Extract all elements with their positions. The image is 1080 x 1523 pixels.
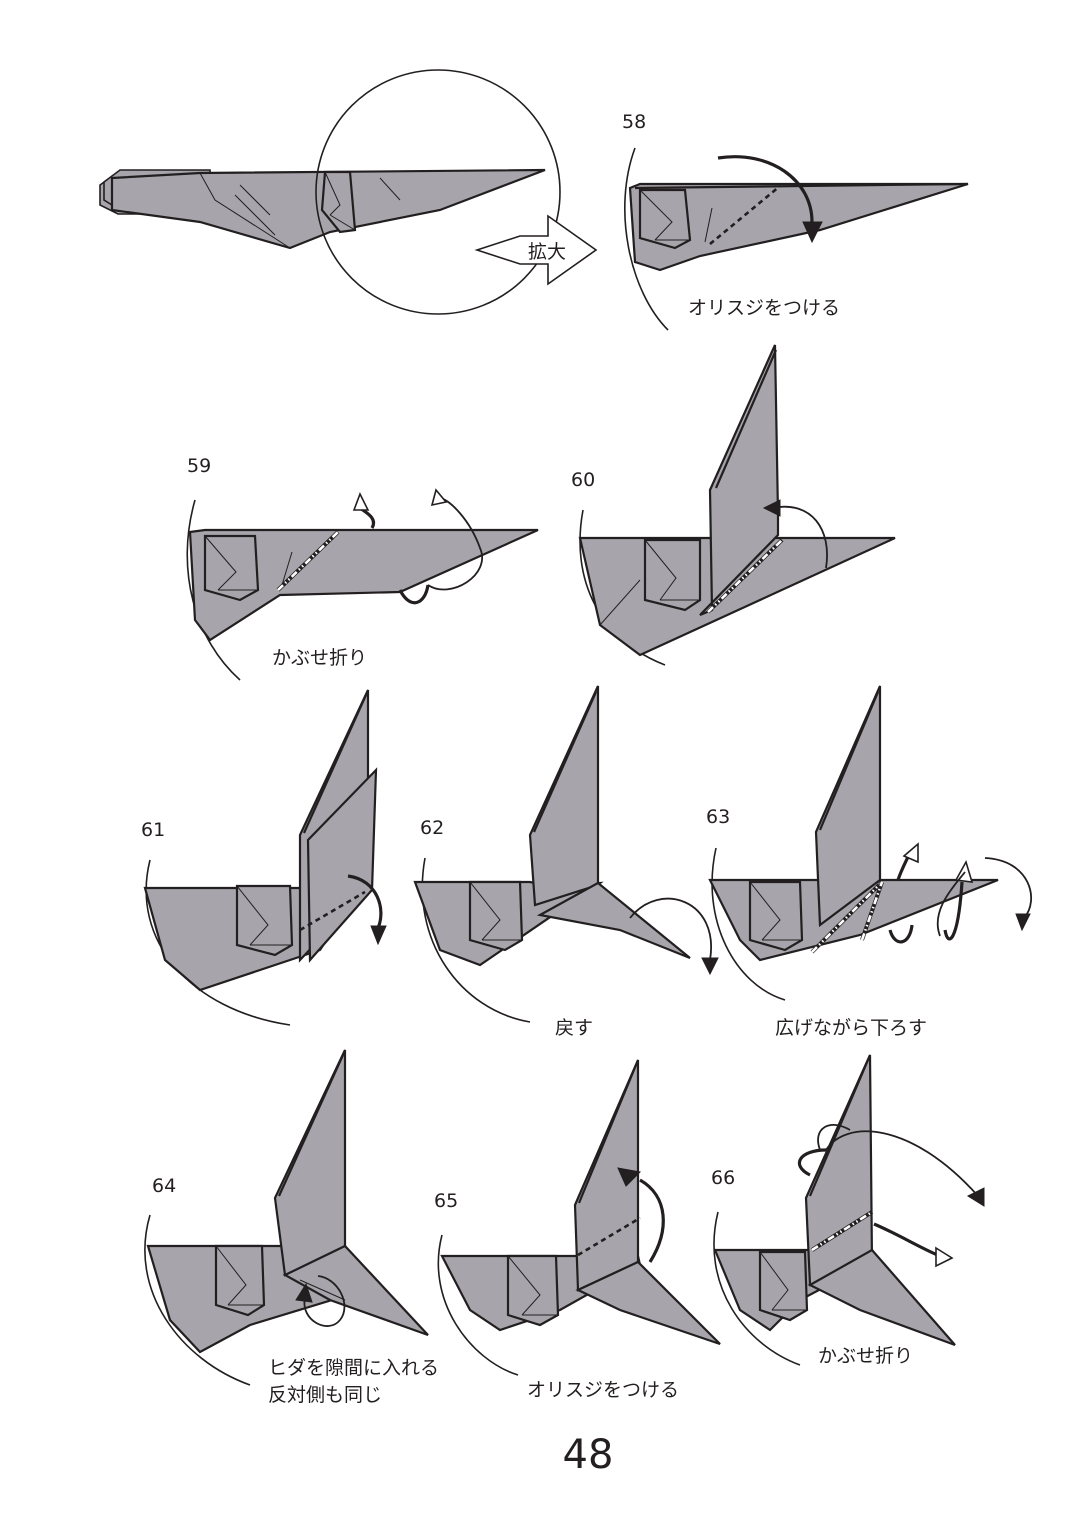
step-number: 64 (152, 1175, 176, 1197)
step-number: 60 (571, 469, 595, 491)
step-caption: 広げながら下ろす (775, 1017, 927, 1039)
step-number: 59 (187, 455, 211, 477)
step-60: 60 (571, 344, 896, 666)
zoom-circle (315, 69, 561, 315)
step-62: 62 戻す (413, 685, 719, 1039)
step-caption: ヒダを隙間に入れる (268, 1357, 439, 1379)
step-number: 61 (141, 819, 165, 841)
step-caption: オリスジをつける (527, 1379, 679, 1401)
step-63: 63 広げながら下ろす (706, 685, 1033, 1039)
step-61: 61 (141, 689, 387, 1026)
step-66: 66 かぶせ折り (711, 1054, 985, 1367)
zoom-arrow: 拡大 (474, 214, 598, 286)
step-65: 65 オリスジをつける (434, 1059, 721, 1401)
step-number: 65 (434, 1190, 458, 1212)
step-caption-2: 反対側も同じ (268, 1384, 382, 1406)
step-64: 64 ヒダを隙間に入れる 反対側も同じ (144, 1049, 439, 1406)
step-number: 63 (706, 806, 730, 828)
page-number: 48 (563, 1432, 614, 1478)
overview-model (99, 168, 546, 250)
step-caption: 戻す (555, 1017, 593, 1039)
step-caption: かぶせ折り (272, 647, 367, 669)
zoom-label: 拡大 (528, 241, 566, 263)
step-number: 66 (711, 1167, 735, 1189)
step-number: 58 (622, 111, 646, 133)
step-number: 62 (420, 817, 444, 839)
step-caption: オリスジをつける (688, 297, 840, 319)
step-caption: かぶせ折り (818, 1345, 913, 1367)
step-58: 58 オリスジをつける (622, 111, 969, 331)
step-59: 59 かぶせ折り (186, 455, 539, 681)
